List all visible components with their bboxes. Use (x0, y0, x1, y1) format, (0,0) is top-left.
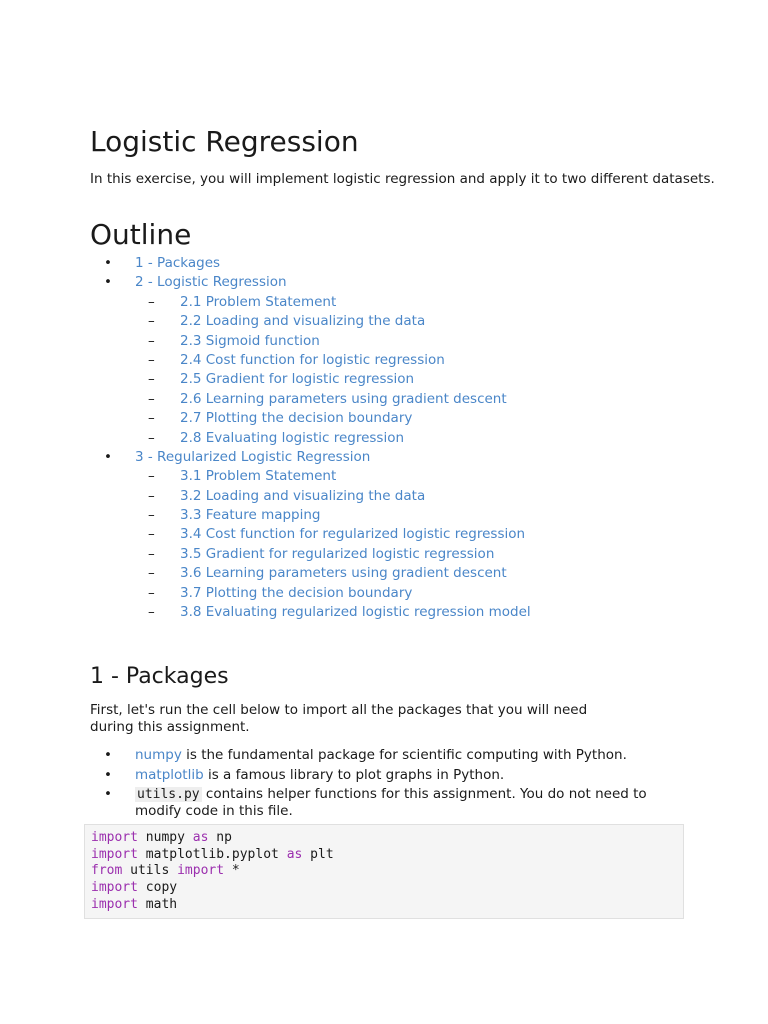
code-token: np (208, 830, 232, 845)
code-token: plt (302, 846, 334, 862)
outline-link[interactable]: 3.7 Plotting the decision boundary (180, 584, 413, 601)
code-line: import numpy as np (91, 830, 677, 847)
bullet: • (104, 766, 112, 783)
dash-bullet: – (148, 468, 155, 485)
dash-bullet: – (148, 526, 155, 543)
outline-item: – 2.7 Plotting the decision boundary (90, 409, 690, 428)
outline-link[interactable]: 3.8 Evaluating regularized logistic regr… (180, 604, 531, 621)
code-token: utils (122, 863, 178, 879)
outline-item: – 2.4 Cost function for logistic regressi… (90, 351, 690, 370)
numpy-description: is the fundamental package for scientifi… (181, 747, 627, 763)
code-keyword: import (91, 830, 138, 845)
outline-item: – 3.7 Plotting the decision boundary (90, 584, 690, 603)
outline-item: • 3 - Regularized Logistic Regression (90, 448, 690, 467)
outline-link[interactable]: 3.4 Cost function for regularized logist… (180, 526, 526, 543)
outline-list: • 1 - Packages • 2 - Logistic Regression – 2.… (90, 254, 690, 622)
dash-bullet: – (148, 332, 155, 349)
outline-item: – 2.5 Gradient for logistic regression (90, 370, 690, 389)
outline-link[interactable]: 1 - Packages (135, 255, 221, 271)
bullet: • (104, 274, 112, 291)
outline-item: – 3.5 Gradient for regularized logistic r… (90, 545, 690, 564)
outline-link[interactable]: 3.3 Feature mapping (180, 507, 321, 524)
intro-text: In this exercise, you will implement log… (90, 171, 715, 187)
code-line: import copy (91, 880, 677, 897)
packages-intro: First, let's run the cell below to impor… (90, 702, 588, 735)
dash-bullet: – (148, 565, 155, 582)
page-title: Logistic Regression (90, 125, 359, 158)
outline-link[interactable]: 2.1 Problem Statement (180, 293, 337, 310)
outline-item: – 3.3 Feature mapping (90, 506, 690, 525)
outline-link[interactable]: 2.3 Sigmoid function (180, 332, 320, 349)
outline-link[interactable]: 2 - Logistic Regression (135, 274, 287, 291)
dash-bullet: – (148, 293, 155, 310)
outline-item: – 2.2 Loading and visualizing the data (90, 312, 690, 331)
outline-link[interactable]: 3 - Regularized Logistic Regression (135, 448, 371, 465)
code-line: import math (91, 897, 677, 914)
code-keyword: import (91, 896, 138, 912)
outline-link[interactable]: 2.7 Plotting the decision boundary (180, 410, 413, 427)
outline-link[interactable]: 2.5 Gradient for logistic regression (180, 371, 415, 388)
outline-item: – 2.8 Evaluating logistic regression (90, 429, 690, 448)
list-item: • numpy is the fundamental package for s… (90, 747, 690, 764)
dash-bullet: – (148, 487, 155, 504)
dash-bullet: – (148, 429, 155, 446)
dash-bullet: – (148, 351, 155, 368)
dash-bullet: – (148, 390, 155, 407)
outline-item: – 3.2 Loading and visualizing the data (90, 487, 690, 506)
outline-item: – 2.6 Learning parameters using gradient … (90, 390, 690, 409)
outline-item: – 3.1 Problem Statement (90, 467, 690, 486)
list-item: • utils.py contains helper functions for… (90, 786, 690, 820)
dash-bullet: – (148, 507, 155, 524)
code-keyword: as (286, 846, 303, 862)
utils-inline-code: utils.py (135, 787, 202, 802)
outline-item: • 2 - Logistic Regression (90, 273, 690, 292)
code-token: numpy (137, 830, 193, 845)
dash-bullet: – (148, 313, 155, 330)
code-line: import matplotlib.pyplot as plt (91, 847, 677, 864)
outline-link[interactable]: 2.6 Learning parameters using gradient d… (180, 390, 507, 407)
numpy-link[interactable]: numpy (135, 747, 182, 763)
packages-heading: 1 - Packages (90, 664, 229, 689)
outline-link[interactable]: 3.5 Gradient for regularized logistic re… (180, 545, 495, 562)
outline-link[interactable]: 3.1 Problem Statement (180, 468, 337, 485)
code-keyword: import (91, 880, 138, 896)
dash-bullet: – (148, 545, 155, 562)
outline-link[interactable]: 2.8 Evaluating logistic regression (180, 429, 405, 446)
dash-bullet: – (148, 604, 155, 621)
code-token: * (224, 863, 240, 879)
bullet: • (104, 448, 112, 465)
code-keyword: import (177, 863, 225, 879)
outline-link[interactable]: 2.2 Loading and visualizing the data (180, 313, 426, 330)
dash-bullet: – (148, 371, 155, 388)
code-keyword: import (91, 846, 138, 862)
utils-description: contains helper functions for this assig… (135, 786, 647, 819)
code-token: copy (137, 880, 178, 896)
code-keyword: from (91, 863, 123, 879)
outline-heading: Outline (90, 218, 192, 251)
outline-link[interactable]: 3.6 Learning parameters using gradient d… (180, 565, 507, 582)
bullet: • (104, 255, 112, 271)
bullet: • (104, 786, 112, 802)
bullet: • (104, 747, 112, 763)
packages-list: • numpy is the fundamental package for s… (90, 747, 690, 823)
matplotlib-description: is a famous library to plot graphs in Py… (203, 766, 505, 783)
code-keyword: as (192, 830, 209, 845)
list-item: • matplotlib is a famous library to plot… (90, 767, 690, 784)
outline-item: – 3.6 Learning parameters using gradient … (90, 564, 690, 583)
outline-item: • 1 - Packages (90, 254, 690, 273)
dash-bullet: – (148, 584, 155, 601)
code-line: from utils import * (91, 863, 677, 880)
outline-item: – 2.3 Sigmoid function (90, 332, 690, 351)
outline-item: – 3.4 Cost function for regularized logis… (90, 525, 690, 544)
code-token: matplotlib.pyplot (137, 846, 287, 862)
dash-bullet: – (148, 410, 155, 427)
outline-item: – 3.8 Evaluating regularized logistic reg… (90, 603, 690, 622)
code-token: math (137, 896, 178, 912)
outline-link[interactable]: 3.2 Loading and visualizing the data (180, 487, 426, 504)
matplotlib-link[interactable]: matplotlib (135, 766, 204, 783)
outline-item: – 2.1 Problem Statement (90, 293, 690, 312)
outline-link[interactable]: 2.4 Cost function for logistic regressio… (180, 351, 445, 368)
